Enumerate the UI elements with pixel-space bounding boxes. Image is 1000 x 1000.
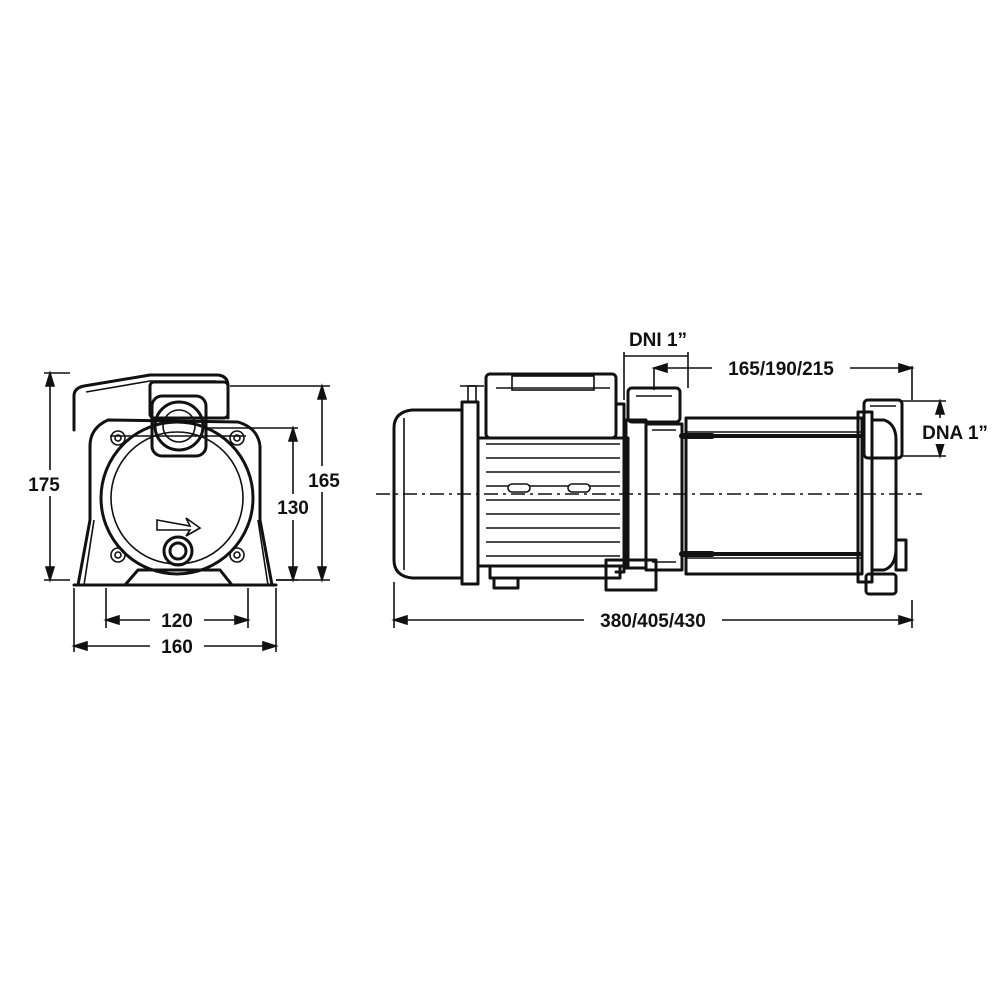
dim-base-160: 160 xyxy=(161,637,193,658)
dim-height-130: 130 xyxy=(277,498,309,519)
dim-inlet-to-end: 165/190/215 xyxy=(728,359,834,380)
dim-base-120: 120 xyxy=(161,611,193,632)
dim-height-175: 175 xyxy=(28,475,60,496)
front-view: 175 165 130 120 160 xyxy=(22,370,348,658)
dim-total-length: 380/405/430 xyxy=(600,611,706,632)
dim-inlet-dni: DNI 1” xyxy=(629,330,687,351)
side-view: DNI 1” 165/190/215 DNA 1” 380/405/430 xyxy=(376,326,996,632)
dim-outlet-dna: DNA 1” xyxy=(922,423,988,444)
dim-height-165: 165 xyxy=(308,471,340,492)
